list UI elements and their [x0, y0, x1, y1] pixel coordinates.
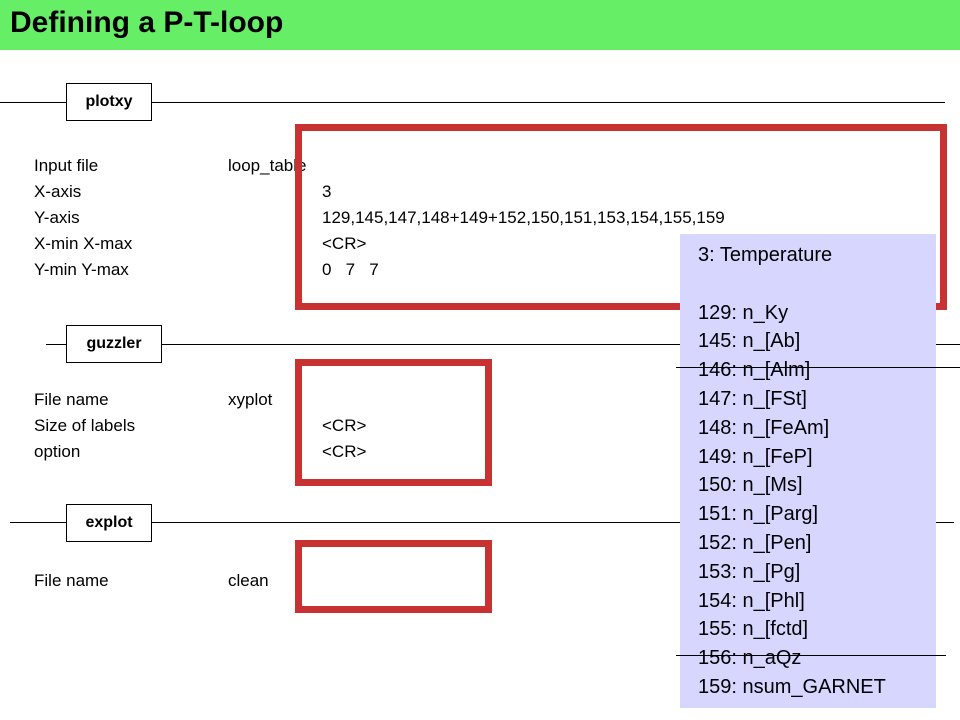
- legend-spacer: [698, 270, 936, 299]
- legend-item: 146: n_[Alm]: [698, 359, 811, 382]
- y-min-max-label: Y-min Y-max: [34, 260, 129, 279]
- legend-item: 154: n_[Phl]: [698, 589, 805, 612]
- title-bar: Defining a P-T-loop: [0, 0, 960, 50]
- legend-item: 159: nsum_GARNET: [698, 675, 886, 698]
- guzzler-highlight-box: [295, 359, 492, 486]
- column-legend-panel: 3: Temperature 129: n_Ky 145: n_[Ab] 146…: [680, 234, 936, 708]
- explot-highlight-box: [295, 540, 492, 613]
- x-min-max-label: X-min X-max: [34, 234, 133, 253]
- guzzler-file-name-label: File name: [34, 390, 109, 409]
- legend-item: 151: n_[Parg]: [698, 503, 819, 526]
- section-label-guzzler: guzzler: [66, 325, 162, 363]
- legend-item: 156: n_aQz: [698, 647, 802, 670]
- legend-item: 145: n_[Ab]: [698, 330, 801, 353]
- legend-item: 147: n_[FSt]: [698, 387, 807, 410]
- legend-rule-lower: [676, 655, 946, 656]
- size-of-labels-label: Size of labels: [34, 416, 136, 435]
- legend-item: 152: n_[Pen]: [698, 531, 812, 554]
- explot-file-name-label: File name: [34, 571, 109, 590]
- legend-header: 3: Temperature: [698, 244, 833, 266]
- legend-item: 129: n_Ky: [698, 301, 789, 324]
- x-axis-value: 3: [322, 182, 332, 201]
- size-of-labels-value: <CR>: [322, 416, 367, 435]
- section-label-plotxy: plotxy: [66, 83, 152, 121]
- x-axis-label: X-axis: [34, 182, 82, 201]
- legend-item: 149: n_[FeP]: [698, 445, 813, 468]
- y-min-max-value: 0 7 7: [322, 260, 379, 279]
- legend-rule-upper: [676, 367, 960, 368]
- legend-item: 148: n_[FeAm]: [698, 416, 830, 439]
- option-value: <CR>: [322, 442, 367, 461]
- guzzler-file-name-value: xyplot: [228, 390, 273, 409]
- guzzler-separator: [46, 344, 960, 345]
- legend-item: 153: n_[Pg]: [698, 560, 801, 583]
- plotxy-highlight-box: [295, 124, 947, 310]
- legend-item: 155: n_[fctd]: [698, 618, 809, 641]
- y-axis-value: 129,145,147,148+149+152,150,151,153,154,…: [322, 208, 725, 227]
- section-label-explot: explot: [66, 504, 152, 542]
- option-label: option: [34, 442, 81, 461]
- explot-file-name-value: clean: [228, 571, 269, 590]
- x-min-max-value: <CR>: [322, 234, 367, 253]
- y-axis-label: Y-axis: [34, 208, 80, 227]
- page-title: Defining a P-T-loop: [10, 6, 284, 39]
- explot-separator: [10, 522, 954, 523]
- input-file-label: Input file: [34, 156, 99, 175]
- plotxy-separator: [0, 102, 945, 103]
- legend-item: 150: n_[Ms]: [698, 474, 803, 497]
- input-file-value: loop_table: [228, 156, 307, 175]
